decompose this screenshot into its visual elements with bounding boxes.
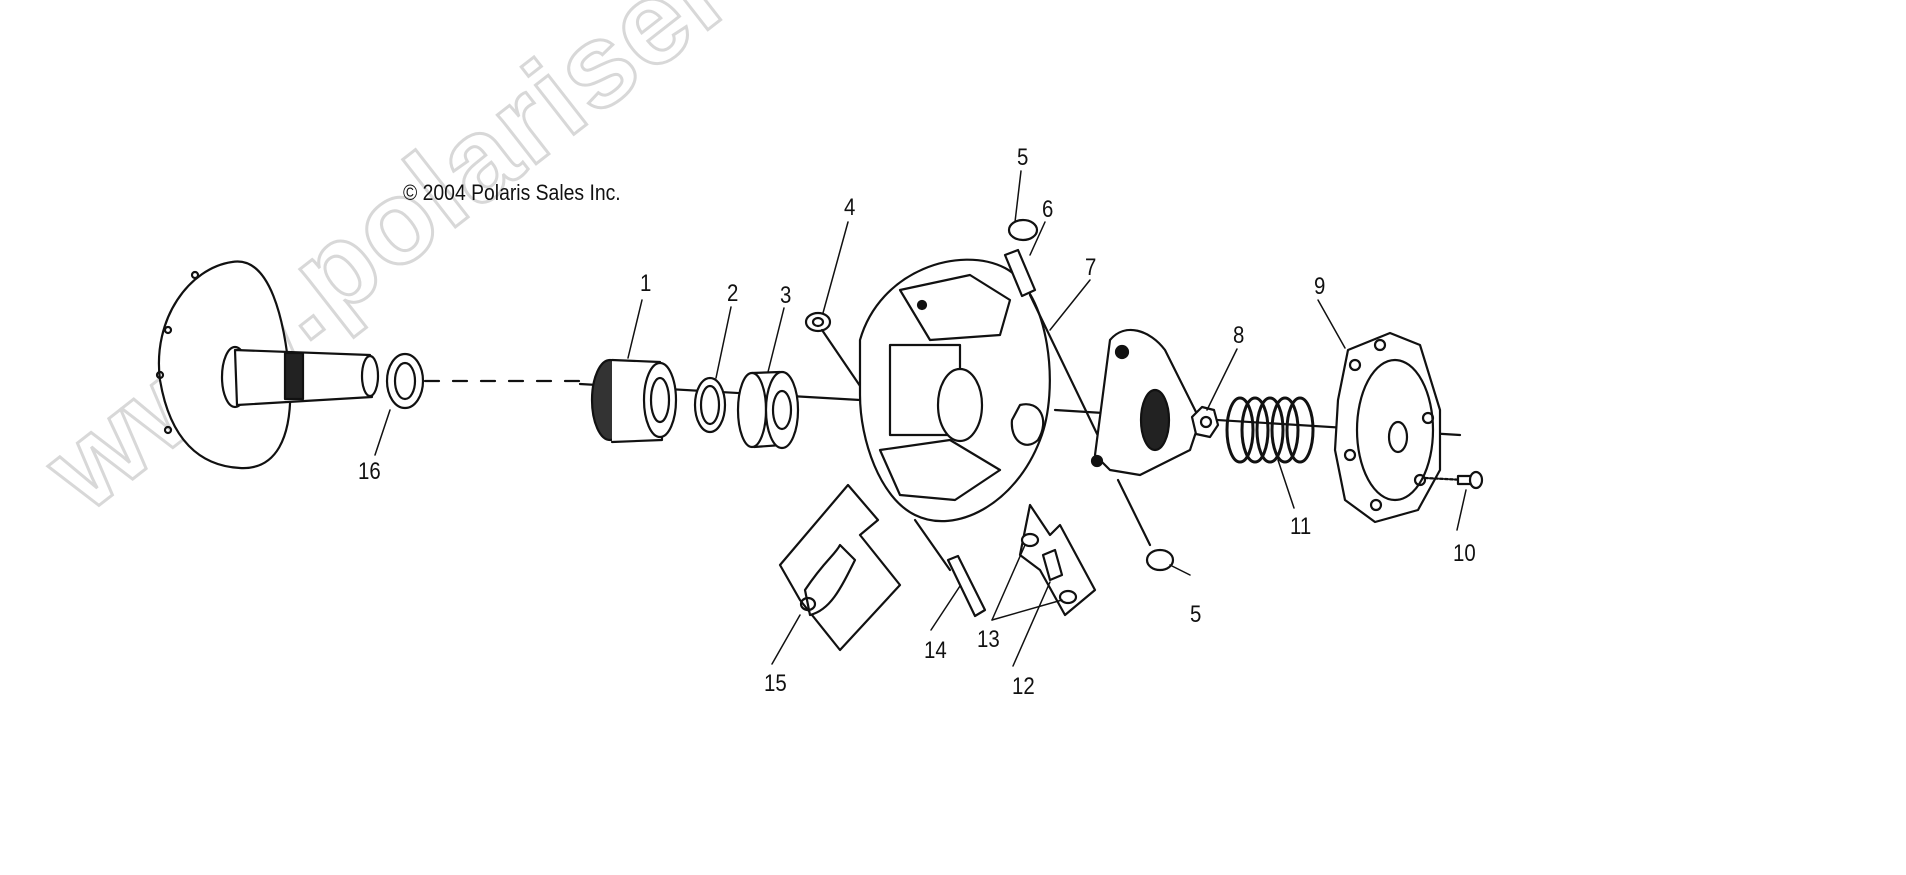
leader-lines [374,170,1467,667]
callout-11: 11 [1290,513,1312,540]
callout-15: 15 [764,670,787,697]
part-14-bolt [913,518,987,618]
part-13-washers [1020,532,1078,605]
part-3-bushing [736,370,800,450]
callout-3: 3 [780,282,792,309]
part-12-roller [1041,548,1064,582]
part-16-washer [385,352,425,410]
part-1-bearing [590,358,678,444]
copyright-notice: © 2004 Polaris Sales Inc. [403,180,621,205]
callout-5-bottom: 5 [1190,601,1202,628]
callout-8: 8 [1233,322,1245,349]
part-9-cover [1333,331,1442,524]
callout-1: 1 [640,270,652,297]
fixed-sheave-shaft [155,260,380,470]
callout-9: 9 [1314,273,1326,300]
group-bracket-12-13 [1018,503,1097,617]
callout-13: 13 [977,626,1000,653]
spider-assembly [1090,329,1202,477]
callout-10: 10 [1453,540,1476,567]
callout-5-top: 5 [1017,144,1029,171]
callout-12: 12 [1012,673,1035,700]
part-5-cap-bottom [1116,478,1175,572]
callout-6: 6 [1042,196,1054,223]
part-7-moveable-sheave [858,258,1051,523]
part-10-screw [1423,470,1484,490]
group-bracket-15 [778,483,902,652]
part-11-spring [1225,396,1315,464]
part-5-cap-top [1007,218,1039,242]
callout-7: 7 [1085,254,1097,281]
callout-16: 16 [358,458,381,485]
part-6-pin [1003,248,1102,442]
part-15-slider-block [799,543,857,617]
part-2-ring [693,376,727,434]
callout-2: 2 [727,280,739,307]
callout-14: 14 [924,637,947,664]
callout-4: 4 [844,194,856,221]
part-8-nut [1190,405,1220,439]
